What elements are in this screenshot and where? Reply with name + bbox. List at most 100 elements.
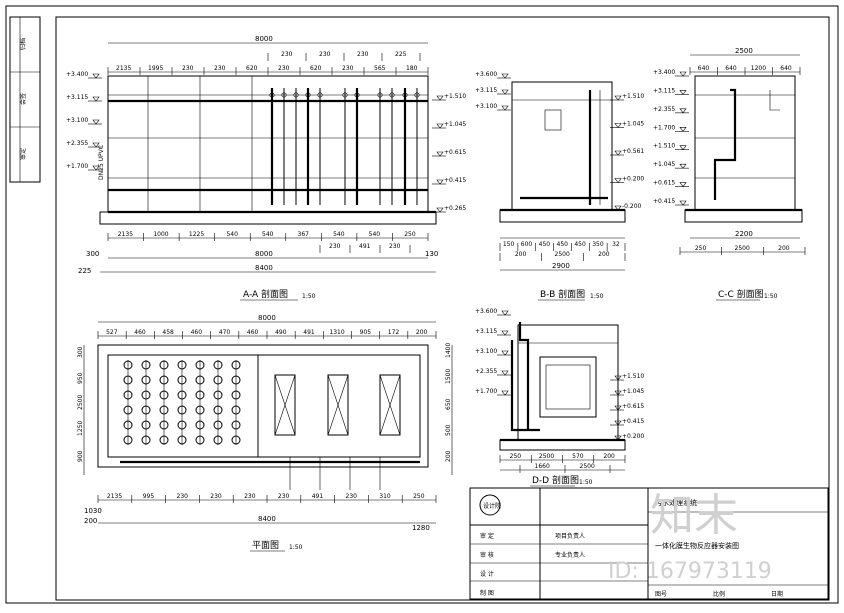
cc-scale: 1:50 bbox=[764, 293, 778, 300]
plan-extra-1: 1030 bbox=[84, 507, 102, 515]
bb-seg-2: 450 bbox=[539, 241, 551, 248]
dd-tank bbox=[517, 324, 619, 441]
plan-top-seg-4: 470 bbox=[219, 329, 231, 336]
aa-bot-seg-1: 1000 bbox=[153, 231, 168, 238]
bb-seg-6: 32 bbox=[612, 241, 620, 248]
plan-top-seg-7: 491 bbox=[303, 329, 315, 336]
left-strip: 归档 会签 审定 bbox=[9, 16, 41, 183]
dd-level-l-marker-2 bbox=[501, 350, 509, 356]
plan-left-4: 900 bbox=[77, 450, 84, 462]
aa-bot-seg-3: 540 bbox=[226, 231, 238, 238]
bb-level-markers: +3.600+3.115+3.100+1.510+1.045+0.561+0.2… bbox=[475, 71, 644, 211]
watermark-brand: 知末 bbox=[650, 490, 738, 541]
dd-level-r-marker-1 bbox=[614, 390, 622, 396]
plan-bot-seg-1: 995 bbox=[143, 493, 155, 500]
aa-level-r-2: +0.615 bbox=[444, 149, 466, 156]
aa-right-130: 130 bbox=[425, 250, 438, 258]
bb-seg-1: 600 bbox=[521, 241, 533, 248]
dd-level-r-marker-2 bbox=[614, 405, 622, 411]
strip-label-1: 归档 bbox=[19, 38, 27, 50]
plan-bot-seg-2: 230 bbox=[177, 493, 189, 500]
aa-valve-10 bbox=[414, 92, 420, 98]
aa-bot-seg-6: 540 bbox=[333, 231, 345, 238]
tb-row-right-0: 项目负责人 bbox=[555, 532, 585, 540]
bb-scale: 1:50 bbox=[590, 293, 604, 300]
cc-level-4: +1.510 bbox=[653, 143, 675, 150]
cc-seg-2: 1200 bbox=[751, 65, 766, 72]
plan-left-1: 950 bbox=[77, 372, 84, 384]
aa-bot-seg-7: 540 bbox=[369, 231, 381, 238]
cc-level-marker-2 bbox=[679, 108, 687, 114]
aa-title: A-A 剖面图 bbox=[243, 288, 288, 300]
plan-bot-seg-5: 230 bbox=[278, 493, 290, 500]
aa-top-seg-0: 2135 bbox=[116, 65, 131, 72]
aa-valve-5 bbox=[342, 92, 348, 98]
cc-seg-3: 640 bbox=[780, 65, 792, 72]
bb-level-r-marker-1 bbox=[614, 123, 622, 128]
plan-title: 平面图 bbox=[252, 540, 279, 551]
dd-level-r-3: +0.415 bbox=[622, 418, 644, 425]
plan-top-seg-0: 527 bbox=[106, 329, 118, 336]
dd-level-r-0: +1.510 bbox=[622, 373, 644, 380]
bb-overall: 2900 bbox=[552, 262, 570, 270]
dd-level-r-marker-0 bbox=[614, 375, 622, 381]
plan-bot-seg-3: 230 bbox=[210, 493, 222, 500]
plan-tank-inner bbox=[107, 354, 421, 458]
bb-equipment bbox=[544, 109, 562, 131]
aa-bot-row2-2: 230 bbox=[389, 243, 401, 250]
cc-level-marker-4 bbox=[679, 145, 687, 151]
dd-level-l-marker-1 bbox=[501, 330, 509, 336]
aa-valve-2 bbox=[293, 92, 299, 98]
dd-title: D-D 剖面图 bbox=[532, 474, 579, 486]
membrane-module-grid bbox=[123, 360, 241, 445]
tb-row-label-2: 设 计 bbox=[480, 570, 494, 578]
dd-row2-1: 2500 bbox=[580, 463, 595, 470]
watermark-id: ID: 167973119 bbox=[608, 559, 772, 584]
bb-level-l-1: +3.115 bbox=[475, 87, 497, 94]
dd-bot-2: 570 bbox=[572, 453, 584, 460]
plan-extra-2: 200 bbox=[84, 517, 97, 525]
dd-scale: 1:50 bbox=[579, 479, 593, 486]
dd-level-l-1: +3.115 bbox=[475, 328, 497, 335]
logo-icon bbox=[479, 494, 501, 516]
aa-level-r-marker-4 bbox=[436, 207, 444, 213]
dd-level-l-0: +3.600 bbox=[475, 308, 497, 315]
inner-border bbox=[55, 16, 830, 601]
aa-top-seg-3: 230 bbox=[214, 65, 226, 72]
cc-level-marker-0 bbox=[679, 71, 687, 77]
bb-seg-4: 450 bbox=[574, 241, 586, 248]
cc-level-6: +0.615 bbox=[653, 180, 675, 187]
aa-level-r-marker-3 bbox=[436, 179, 444, 185]
plan-bot-seg-4: 230 bbox=[244, 493, 256, 500]
cc-level-marker-3 bbox=[679, 126, 687, 132]
plan-top-seg-2: 458 bbox=[162, 329, 174, 336]
aa-level-l-marker-2 bbox=[92, 119, 100, 125]
plan-bot-seg-8: 310 bbox=[379, 493, 391, 500]
title-block: 设计院 审 定项目负责人审 核专业负责人设 计制 图 污水处理系统 一体化膜生物… bbox=[469, 487, 829, 600]
bb-level-r-3: +0.200 bbox=[622, 176, 644, 183]
cc-level-2: +2.355 bbox=[653, 106, 675, 113]
bb-level-r-marker-4 bbox=[614, 205, 622, 211]
plan-bot-seg-9: 250 bbox=[413, 493, 425, 500]
tb-footer-1: 比例 bbox=[713, 590, 725, 598]
bb-level-r-marker-2 bbox=[614, 150, 622, 156]
cc-tank bbox=[694, 75, 796, 211]
aa-valve-9 bbox=[402, 92, 408, 98]
aa-scale: 1:50 bbox=[302, 293, 316, 300]
cc-seg-1: 640 bbox=[725, 65, 737, 72]
plan-top-seg-9: 905 bbox=[360, 329, 372, 336]
plan-right-1: 1500 bbox=[445, 369, 452, 384]
dd-bot-3: 200 bbox=[603, 453, 615, 460]
aa-level-r-marker-1 bbox=[436, 123, 444, 129]
tb-project: 污水处理系统 bbox=[655, 498, 697, 507]
dd-level-l-marker-0 bbox=[501, 310, 509, 316]
plan-left-2: 2500 bbox=[77, 395, 84, 410]
aa-valve-8 bbox=[389, 92, 395, 98]
aa-bottom-overall1: 8000 bbox=[255, 250, 273, 258]
